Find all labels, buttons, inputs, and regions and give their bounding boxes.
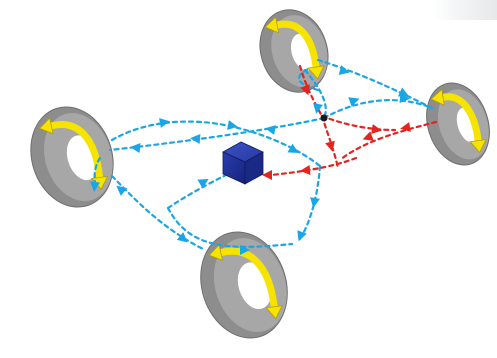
rotation-arrowhead — [264, 16, 280, 34]
primary-flow-lines — [93, 58, 434, 252]
rotation-arrowhead — [208, 243, 224, 262]
rotation-arrowhead — [469, 139, 487, 154]
rotation-arrowhead — [38, 117, 54, 135]
tire-icon — [30, 106, 114, 208]
dot-icon — [320, 114, 328, 122]
rotation-arrowhead — [430, 88, 445, 106]
tire-icon — [200, 231, 288, 339]
tire-icon — [259, 9, 329, 93]
tire-icon — [426, 82, 490, 166]
primary-flow-arrows — [90, 65, 410, 255]
corner-shade — [433, 0, 497, 20]
cube-icon — [222, 141, 264, 185]
rotation-arrowhead — [307, 65, 325, 80]
secondary-flow-arrows — [262, 84, 411, 180]
rotation-arrowhead — [265, 305, 283, 320]
